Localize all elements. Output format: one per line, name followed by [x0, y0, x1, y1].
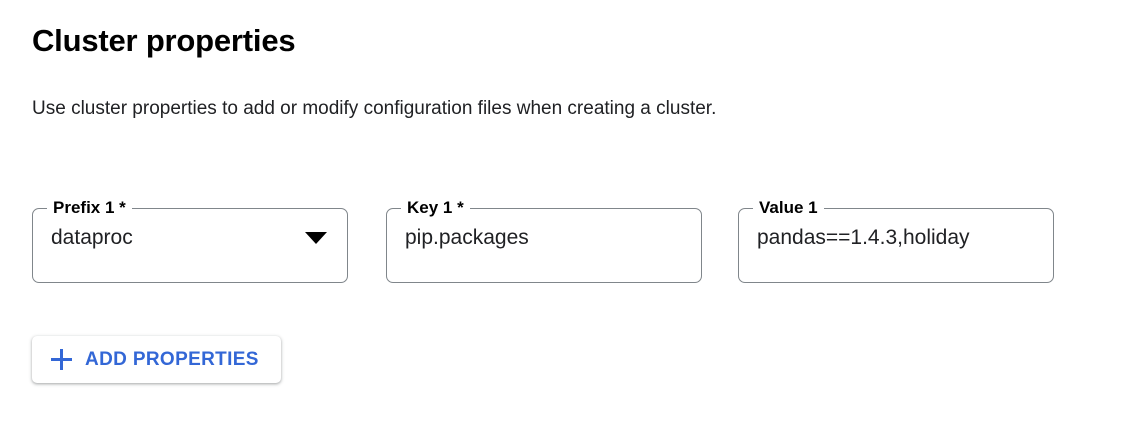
chevron-down-icon[interactable]: [305, 232, 327, 244]
key-field-outline: Key 1 *: [386, 199, 702, 283]
key-field-label: Key 1 *: [407, 198, 464, 217]
value-field-label: Value 1: [759, 198, 818, 217]
value-field-outline: Value 1: [738, 199, 1054, 283]
add-properties-button[interactable]: ADD PROPERTIES: [32, 336, 281, 383]
prefix-field-group: Prefix 1 * dataproc: [32, 199, 348, 283]
key-field-group: Key 1 * pip.packages: [386, 199, 702, 283]
prefix-field-label: Prefix 1 *: [53, 198, 126, 217]
prefix-select-value[interactable]: dataproc: [51, 226, 133, 249]
add-properties-label: ADD PROPERTIES: [85, 349, 259, 370]
value-field-group: Value 1 pandas==1.4.3,holiday: [738, 199, 1054, 283]
value-input[interactable]: pandas==1.4.3,holiday: [757, 226, 970, 249]
plus-icon: [51, 349, 72, 370]
page-title: Cluster properties: [32, 23, 296, 58]
section-description: Use cluster properties to add or modify …: [32, 98, 717, 119]
properties-field-row: Prefix 1 * dataproc Key 1 * pip.packages…: [32, 199, 1092, 291]
prefix-field-outline: Prefix 1 *: [32, 199, 348, 283]
key-input[interactable]: pip.packages: [405, 226, 529, 249]
